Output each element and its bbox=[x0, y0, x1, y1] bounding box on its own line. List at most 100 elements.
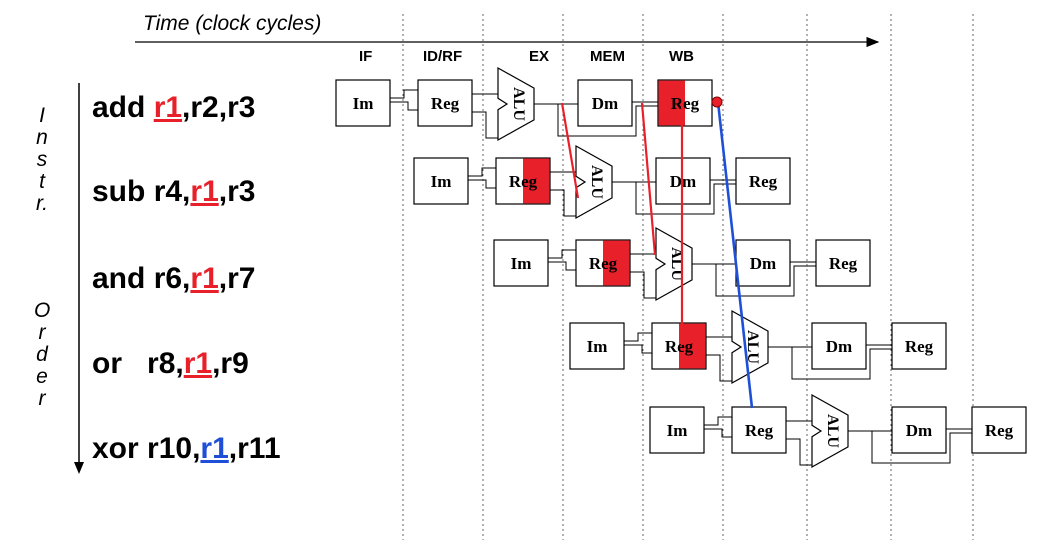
source-register: r1 bbox=[183, 347, 213, 380]
dm-block: Dm bbox=[891, 406, 947, 454]
wire bbox=[468, 167, 496, 177]
svg-text:Reg: Reg bbox=[665, 337, 694, 356]
svg-text:ALU: ALU bbox=[510, 87, 527, 121]
wire bbox=[472, 111, 498, 139]
wire bbox=[390, 101, 418, 111]
reg-write-block: Reg bbox=[971, 406, 1027, 454]
alu-block: ALU bbox=[655, 226, 693, 302]
stage-label-id: ID/RF bbox=[423, 48, 463, 65]
side-letter: s bbox=[36, 148, 48, 171]
svg-text:Dm: Dm bbox=[592, 94, 618, 113]
im-block: Im bbox=[649, 406, 705, 454]
reg-read-half bbox=[679, 323, 706, 369]
wire bbox=[624, 332, 652, 342]
reg-read-block: Reg bbox=[651, 322, 707, 370]
source-register: r1 bbox=[190, 262, 219, 295]
wire bbox=[550, 189, 576, 217]
svg-text:Dm: Dm bbox=[906, 421, 932, 440]
im-block: Im bbox=[569, 322, 625, 370]
im-block: Im bbox=[413, 157, 469, 205]
svg-text:Reg: Reg bbox=[829, 254, 858, 273]
forward-line bbox=[716, 101, 754, 409]
dm-block: Dm bbox=[735, 239, 791, 287]
reg-read-block: Reg bbox=[495, 157, 551, 205]
wire bbox=[635, 182, 736, 215]
alu-block: ALU bbox=[497, 66, 535, 142]
dm-block: Dm bbox=[811, 322, 867, 370]
instruction-or: or r8,r1,r9 bbox=[92, 347, 249, 380]
reg-read-half bbox=[603, 240, 630, 286]
svg-text:Dm: Dm bbox=[826, 337, 852, 356]
wire bbox=[715, 264, 816, 297]
time-axis-label: Time (clock cycles) bbox=[143, 12, 322, 35]
svg-text:Im: Im bbox=[667, 421, 688, 440]
svg-text:Reg: Reg bbox=[671, 94, 700, 113]
reg-read-block: Reg bbox=[731, 406, 787, 454]
wire bbox=[630, 271, 656, 299]
dm-block: Dm bbox=[577, 79, 633, 127]
im-block: Im bbox=[335, 79, 391, 127]
svg-text:Im: Im bbox=[353, 94, 374, 113]
wire bbox=[468, 179, 496, 189]
hazard-line bbox=[560, 102, 580, 199]
svg-text:ALU: ALU bbox=[588, 165, 605, 199]
svg-text:Im: Im bbox=[587, 337, 608, 356]
svg-text:Reg: Reg bbox=[985, 421, 1014, 440]
reg-read-block: Reg bbox=[417, 79, 473, 127]
alu-block: ALU bbox=[575, 144, 613, 220]
svg-text:Reg: Reg bbox=[905, 337, 934, 356]
svg-text:Reg: Reg bbox=[749, 172, 778, 191]
side-letter: O bbox=[34, 299, 51, 322]
dest-register: r1 bbox=[153, 91, 183, 124]
wire bbox=[704, 428, 732, 438]
order-axis-arrowhead bbox=[74, 462, 84, 474]
svg-text:Reg: Reg bbox=[589, 254, 618, 273]
svg-text:ALU: ALU bbox=[744, 330, 761, 364]
side-letter: e bbox=[36, 365, 48, 388]
reg-write-block: Reg bbox=[891, 322, 947, 370]
instruction-add: add r1,r2,r3 bbox=[92, 91, 256, 124]
svg-text:Dm: Dm bbox=[750, 254, 776, 273]
hazard-line bbox=[640, 102, 657, 256]
source-register: r1 bbox=[190, 175, 219, 208]
wire bbox=[871, 431, 972, 464]
side-letter: r bbox=[38, 321, 46, 344]
side-letter: r bbox=[38, 387, 46, 410]
reg-read-block: Reg bbox=[575, 239, 631, 287]
instruction-sub: sub r4,r1,r3 bbox=[92, 175, 256, 208]
im-block: Im bbox=[493, 239, 549, 287]
side-letter: n bbox=[36, 126, 48, 149]
wire bbox=[706, 354, 732, 382]
alu-block: ALU bbox=[811, 393, 849, 469]
svg-text:ALU: ALU bbox=[824, 414, 841, 448]
stage-label-mem: MEM bbox=[590, 48, 625, 65]
reg-read-half bbox=[523, 158, 550, 204]
wire bbox=[624, 344, 652, 354]
alu-block: ALU bbox=[731, 309, 769, 385]
wire bbox=[786, 438, 812, 466]
side-letter: d bbox=[36, 343, 48, 366]
wire bbox=[390, 89, 418, 99]
svg-text:ALU: ALU bbox=[668, 247, 685, 281]
side-letter: t bbox=[39, 170, 45, 193]
stage-label-ex: EX bbox=[529, 48, 550, 65]
reg-write-half bbox=[658, 80, 685, 126]
svg-text:Im: Im bbox=[511, 254, 532, 273]
side-letter: I bbox=[39, 104, 45, 127]
svg-text:Reg: Reg bbox=[431, 94, 460, 113]
reg-write-block: Reg bbox=[735, 157, 791, 205]
reg-write-block: Reg bbox=[815, 239, 871, 287]
wire bbox=[791, 347, 892, 380]
svg-text:Reg: Reg bbox=[509, 172, 538, 191]
instruction-and: and r6,r1,r7 bbox=[92, 262, 256, 295]
side-letter: r. bbox=[35, 192, 49, 215]
instruction-xor: xor r10,r1,r11 bbox=[92, 432, 281, 465]
writeback-dot bbox=[711, 96, 723, 108]
wire bbox=[704, 416, 732, 426]
wire bbox=[548, 249, 576, 259]
reg-write-block: Reg bbox=[657, 79, 713, 127]
wire bbox=[548, 261, 576, 271]
source-register: r1 bbox=[200, 432, 229, 465]
stage-label-if: IF bbox=[359, 48, 373, 65]
